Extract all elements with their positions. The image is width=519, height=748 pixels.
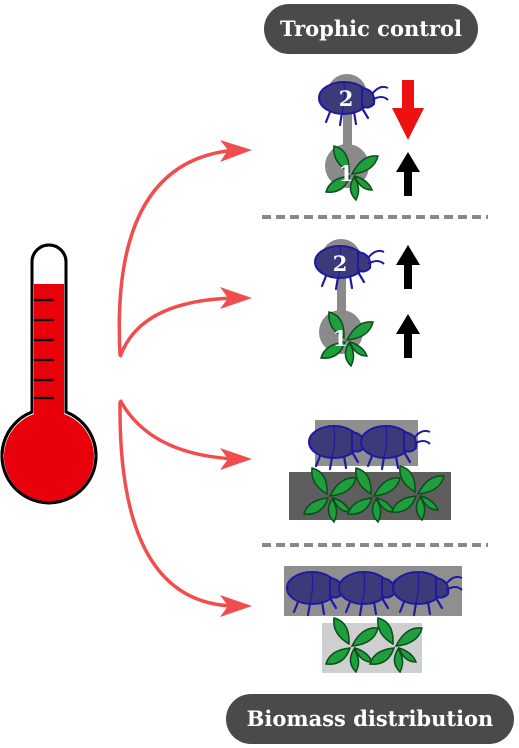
node-label-2: 2 <box>339 86 354 111</box>
arrow-down-icon <box>392 80 424 140</box>
node-label-2: 2 <box>333 251 348 276</box>
beetle-icon <box>317 80 390 127</box>
curve-arrow-3 <box>118 399 237 461</box>
curve-arrow-4 <box>118 401 237 608</box>
biomass-panel-1 <box>289 420 451 523</box>
arrow-up-icon <box>396 314 420 358</box>
biomass-panel-2 <box>284 566 464 673</box>
curve-arrow-1 <box>117 148 237 356</box>
trophic-panel-2: 2 1 <box>313 239 420 367</box>
arrow-up-icon <box>396 245 420 289</box>
thermometer-fill <box>3 284 95 502</box>
thermometer-ticks <box>34 298 54 400</box>
trophic-control-text: Trophic control <box>280 16 462 41</box>
temperature-effect-arrows <box>117 148 237 608</box>
biomass-distribution-text: Biomass distribution <box>247 706 494 731</box>
trophic-panel-1: 2 1 <box>317 74 424 201</box>
arrowheads <box>220 140 252 617</box>
biomass-distribution-label: Biomass distribution <box>226 694 514 744</box>
node-label-1: 1 <box>339 161 354 186</box>
beetle-icon <box>313 244 386 291</box>
curve-arrow-2 <box>118 296 237 358</box>
arrow-up-icon <box>396 152 420 196</box>
trophic-control-label: Trophic control <box>264 4 478 54</box>
thermometer-icon <box>0 243 98 505</box>
node-label-1: 1 <box>333 326 348 351</box>
